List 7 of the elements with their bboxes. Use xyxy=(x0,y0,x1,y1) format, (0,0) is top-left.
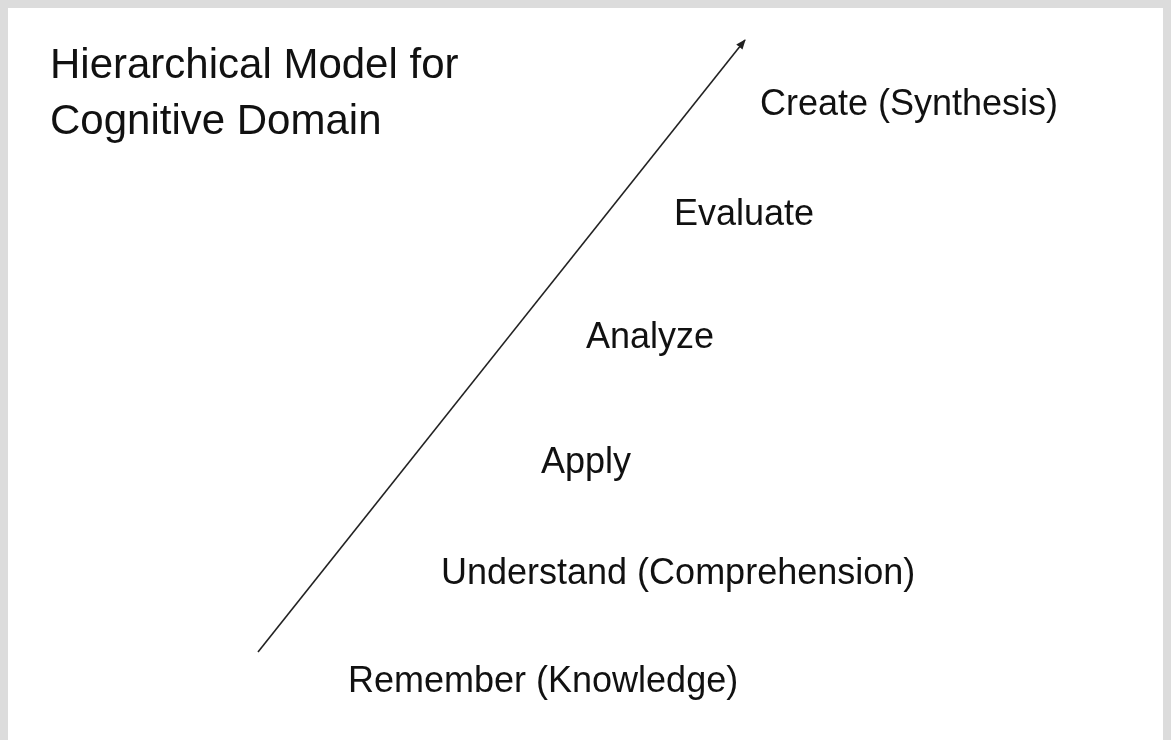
level-label: Create (Synthesis) xyxy=(760,81,1059,125)
level-label: Remember (Knowledge) xyxy=(348,658,739,702)
level-label: Apply xyxy=(541,439,632,483)
title: Hierarchical Model for Cognitive Domain xyxy=(50,39,460,145)
level-label: Analyze xyxy=(586,314,715,358)
level-label: Evaluate xyxy=(674,191,815,235)
level-label: Understand (Comprehension) xyxy=(441,550,916,594)
